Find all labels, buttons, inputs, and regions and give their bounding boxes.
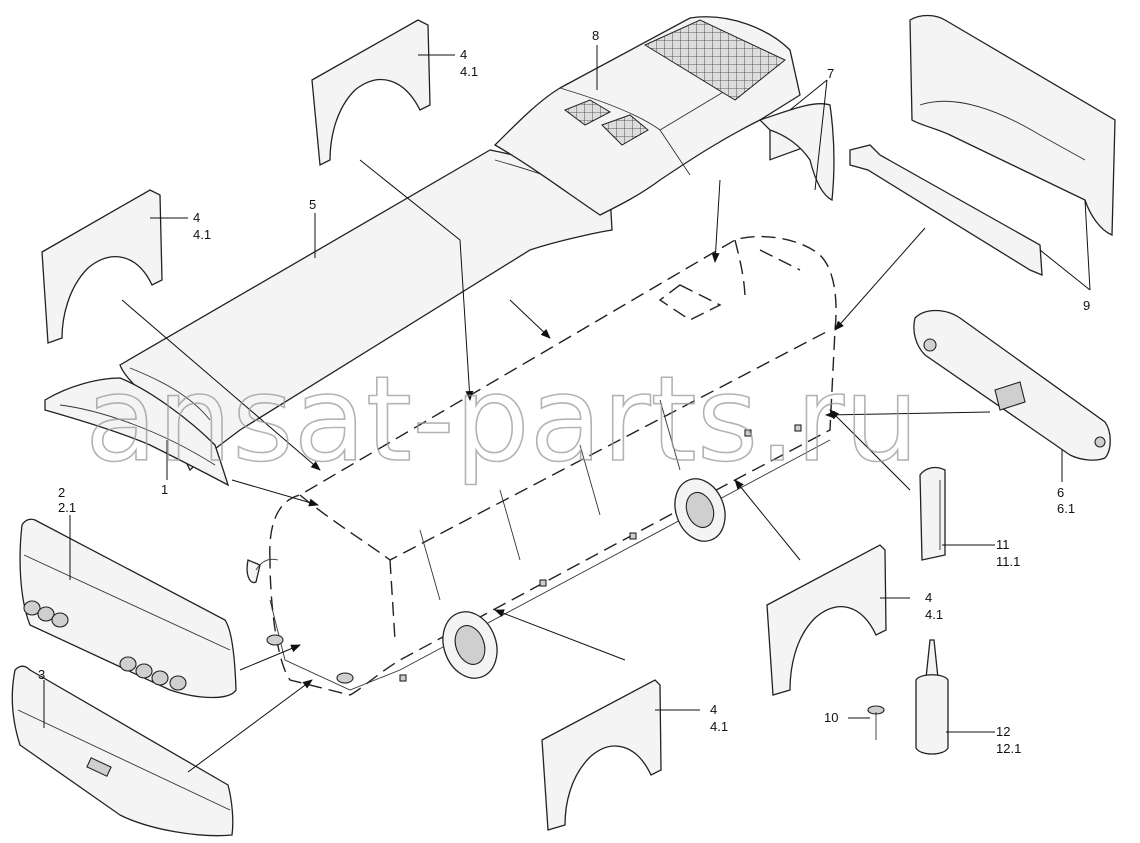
- callout-9: 9: [1083, 298, 1090, 313]
- watermark-text: ansat-parts.ru: [85, 350, 919, 488]
- roof-ac-unit: [493, 16, 801, 216]
- front-roof-cap: [44, 377, 230, 487]
- callout-11: 11: [996, 537, 1010, 552]
- assembly-arrows: [121, 159, 991, 773]
- callout-5: 5: [309, 197, 316, 212]
- fastener-clip: [867, 705, 885, 740]
- callout-4-middle: 4: [925, 590, 932, 605]
- callout-12: 12: [996, 724, 1010, 739]
- bus-body: [246, 110, 837, 696]
- callout-labels: 1 2 2.1 3 4 4.1 4 4.1 4 4.1 4 4.1 5 6 6.…: [38, 28, 1090, 756]
- trim-strip: [919, 466, 946, 561]
- callout-12-1: 12.1: [996, 741, 1021, 756]
- rear-side-panels: [849, 14, 1116, 277]
- callout-4-1-left: 4.1: [193, 227, 211, 242]
- callout-4-left: 4: [193, 210, 200, 225]
- callout-leaders: [43, 45, 1091, 733]
- callout-4-bottom: 4: [710, 702, 717, 717]
- wheel-arch-middle: [766, 544, 887, 696]
- callout-6: 6: [1057, 485, 1064, 500]
- wheel-arch-top: [311, 19, 431, 167]
- callout-7: 7: [827, 66, 834, 81]
- callout-6-1: 6.1: [1057, 501, 1075, 516]
- callout-4-top: 4: [460, 47, 467, 62]
- callout-3: 3: [38, 667, 45, 682]
- callout-4-1-middle: 4.1: [925, 607, 943, 622]
- rear-light-panel: [913, 309, 1111, 461]
- sealant-tube: [915, 639, 949, 755]
- callout-4-1-top: 4.1: [460, 64, 478, 79]
- callout-11-1: 11.1: [996, 554, 1020, 569]
- front-bumper-lower: [11, 665, 234, 837]
- callout-1: 1: [161, 482, 168, 497]
- wheel-arch-left: [41, 189, 163, 344]
- rear-roof-cap: [758, 103, 835, 202]
- callout-2-1: 2.1: [58, 500, 76, 515]
- front-bumper-upper: [19, 518, 237, 699]
- callout-4-1-bottom: 4.1: [710, 719, 728, 734]
- callout-10: 10: [824, 710, 838, 725]
- callout-2: 2: [58, 485, 65, 500]
- callout-8: 8: [592, 28, 599, 43]
- wheel-arch-bottom: [541, 679, 662, 831]
